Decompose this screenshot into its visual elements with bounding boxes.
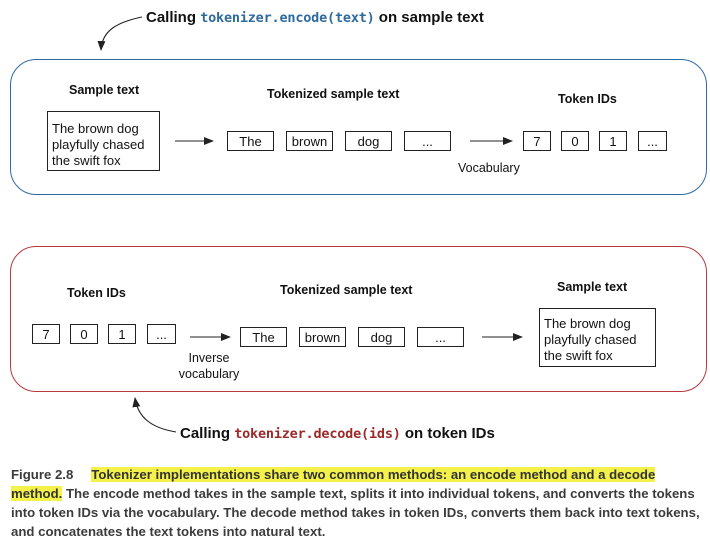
encode-callout-prefix: Calling	[146, 9, 197, 26]
decode-id-box: 0	[70, 324, 98, 344]
caption-body: The encode method takes in the sample te…	[11, 486, 700, 539]
decode-tokenized-header: Tokenized sample text	[280, 283, 413, 297]
encode-sample-text-box: The brown dog playfully chased the swift…	[47, 111, 160, 171]
decode-id-box: 1	[108, 324, 136, 344]
figure-label: Figure 2.8	[11, 467, 74, 482]
encode-callout: Calling tokenizer.encode(text) on sample…	[146, 9, 484, 26]
decode-callout: Calling tokenizer.decode(ids) on token I…	[180, 425, 495, 442]
encode-id-box: ...	[638, 131, 667, 151]
decode-sample-text-box: The brown dog playfully chased the swift…	[539, 308, 656, 367]
decode-sample-line: the swift fox	[544, 348, 613, 363]
decode-sample-line: playfully chased	[544, 332, 637, 347]
decode-callout-code: tokenizer.decode(ids)	[234, 426, 401, 442]
encode-token-box: The	[227, 131, 274, 151]
decode-token-box: brown	[299, 327, 346, 347]
encode-sample-line: playfully chased	[52, 137, 145, 152]
encode-token-box: dog	[345, 131, 392, 151]
encode-token-box: brown	[286, 131, 333, 151]
encode-id-box: 1	[599, 131, 627, 151]
decode-sample-header: Sample text	[557, 280, 628, 294]
encode-id-box: 0	[561, 131, 589, 151]
encode-ids-header: Token IDs	[558, 92, 617, 106]
decode-inverse-vocabulary-label: Inverse vocabulary	[176, 350, 242, 382]
encode-id-box: 7	[523, 131, 551, 151]
encode-sample-header: Sample text	[69, 83, 140, 97]
decode-id-box: ...	[147, 324, 176, 344]
encode-sample-line: the swift fox	[52, 153, 121, 168]
encode-callout-code: tokenizer.encode(text)	[200, 10, 375, 26]
decode-token-box: dog	[358, 327, 405, 347]
decode-sample-line: The brown dog	[544, 316, 631, 331]
decode-id-box: 7	[32, 324, 60, 344]
decode-callout-arrow	[132, 397, 177, 433]
encode-sample-line: The brown dog	[52, 121, 139, 136]
decode-token-box: ...	[417, 327, 464, 347]
encode-token-box: ...	[404, 131, 451, 151]
decode-vocab-line: vocabulary	[178, 367, 240, 381]
decode-callout-suffix: on token IDs	[404, 425, 495, 442]
decode-token-box: The	[240, 327, 287, 347]
decode-callout-prefix: Calling	[180, 425, 231, 442]
decode-vocab-line: Inverse	[188, 351, 230, 365]
decode-ids-header: Token IDs	[67, 286, 126, 300]
encode-tokenized-header: Tokenized sample text	[267, 87, 400, 101]
encode-vocabulary-label: Vocabulary	[458, 161, 520, 175]
encode-callout-arrow	[97, 16, 143, 51]
encode-callout-suffix: on sample text	[378, 9, 484, 26]
